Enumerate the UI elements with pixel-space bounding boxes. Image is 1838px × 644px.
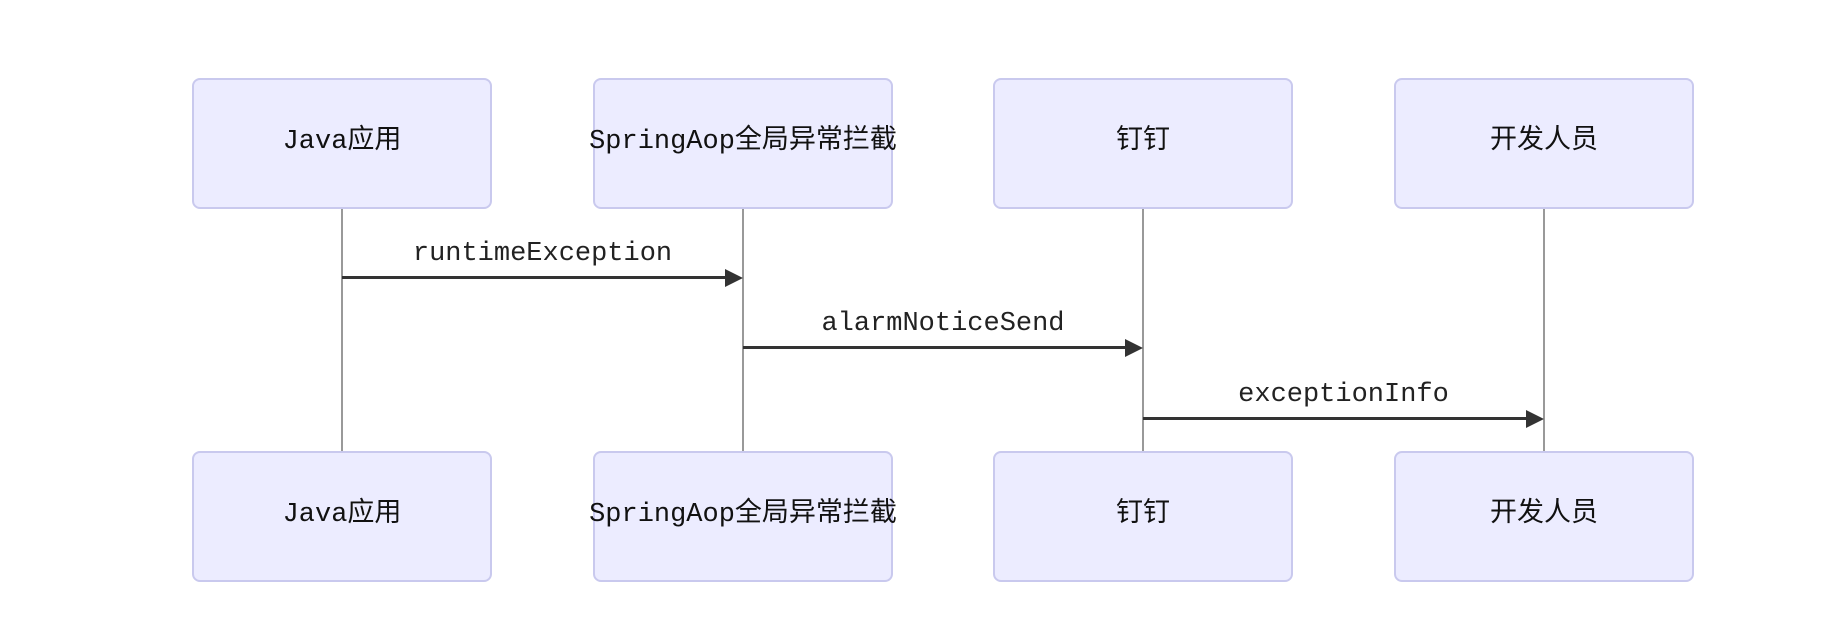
actor-label-dingtalk: 钉钉 [1116,499,1170,530]
actor-label-dingtalk: 钉钉 [1116,126,1170,157]
actor-top-developer: 开发人员 [1394,78,1694,209]
actor-bottom-developer: 开发人员 [1394,451,1694,582]
actor-bottom-dingtalk: 钉钉 [993,451,1293,582]
actor-label-java-app: Java应用 [282,126,402,157]
actor-label-developer: 开发人员 [1490,126,1598,157]
lifeline-java-app [341,208,343,452]
actor-label-developer: 开发人员 [1490,499,1598,530]
actor-bottom-java-app: Java应用 [192,451,492,582]
arrowhead-icon [725,269,743,287]
actor-bottom-spring-aop: SpringAop全局异常拦截 [589,451,897,582]
arrowhead-icon [1526,410,1544,428]
lifeline-dingtalk [1142,208,1144,452]
actor-label-spring-aop: SpringAop全局异常拦截 [589,126,897,157]
lifeline-spring-aop [742,208,744,452]
message-label-runtime-exception: runtimeException [412,239,673,269]
actor-top-spring-aop: SpringAop全局异常拦截 [589,78,897,209]
message-label-exception-info: exceptionInfo [1238,380,1449,410]
message-line-runtime-exception [342,276,733,279]
arrowhead-icon [1125,339,1143,357]
message-line-alarm-notice-send [743,346,1133,349]
message-label-alarm-notice-send: alarmNoticeSend [821,309,1065,339]
actor-top-java-app: Java应用 [192,78,492,209]
actor-label-java-app: Java应用 [282,499,402,530]
actor-label-spring-aop: SpringAop全局异常拦截 [589,499,897,530]
lifeline-developer [1543,208,1545,452]
actor-top-dingtalk: 钉钉 [993,78,1293,209]
message-line-exception-info [1143,417,1534,420]
